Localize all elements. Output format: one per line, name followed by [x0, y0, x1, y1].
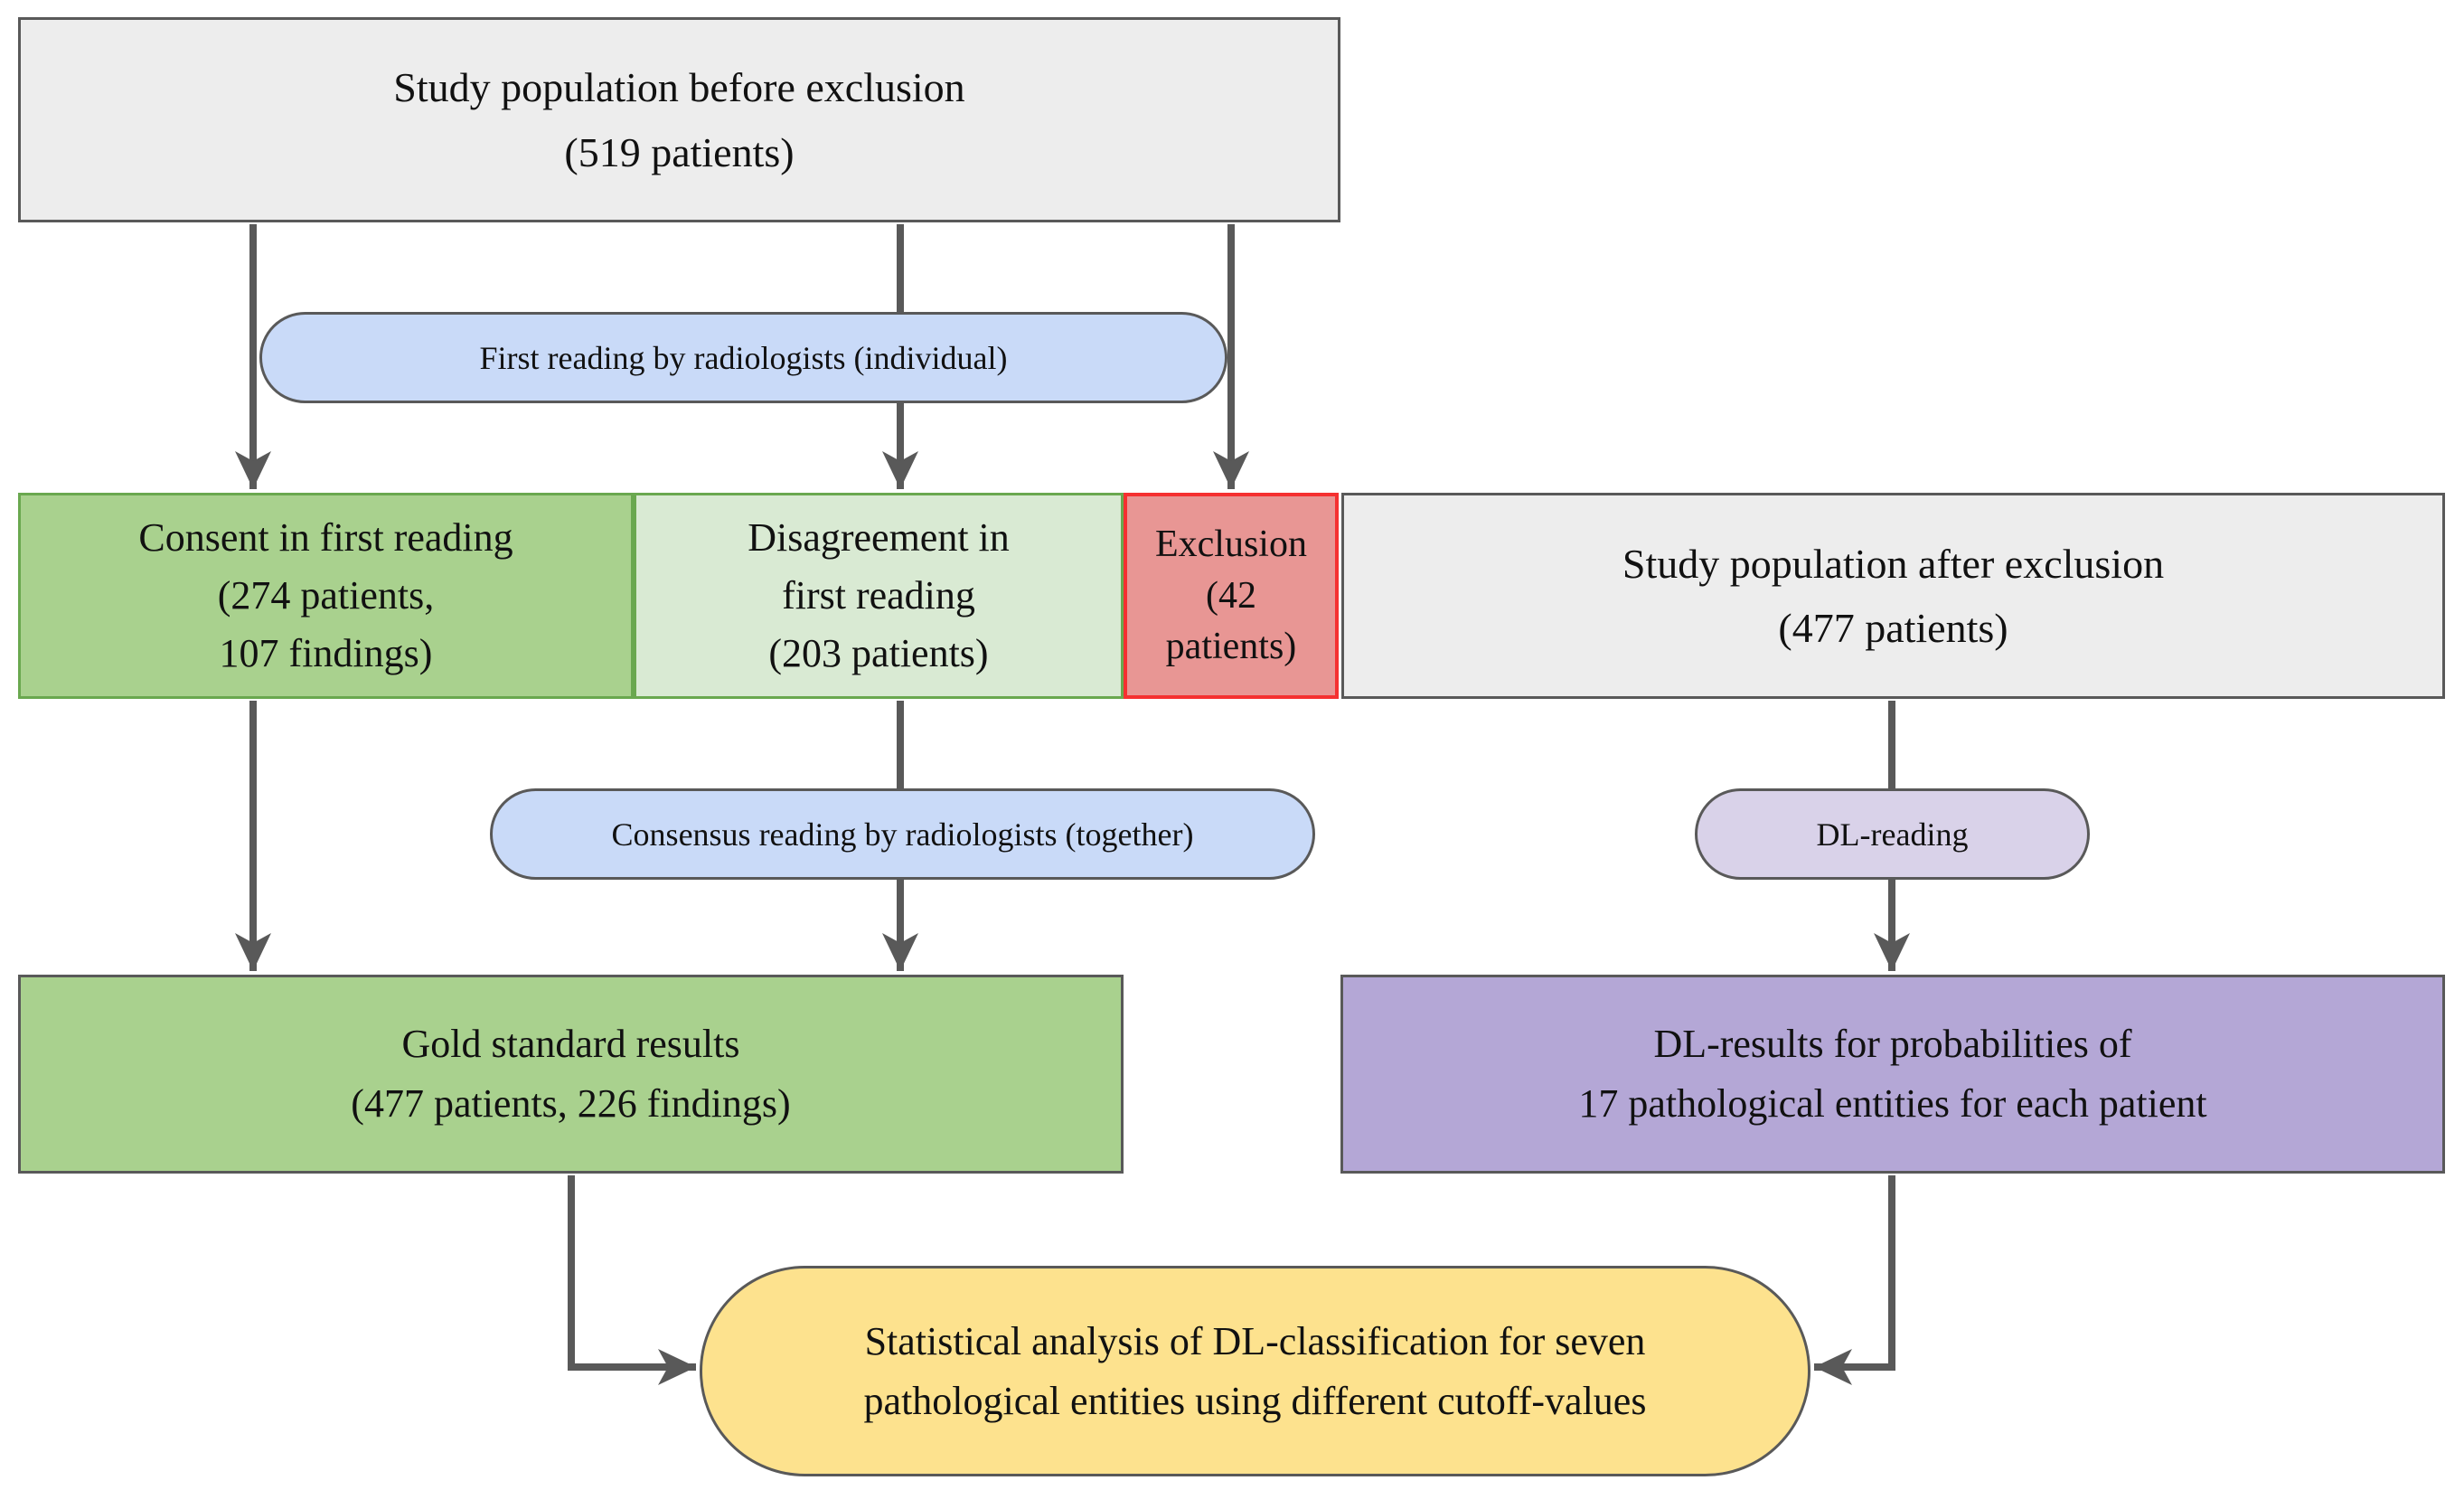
dl-reading-pill: DL-reading [1695, 788, 2090, 880]
study-population-before-exclusion-box: Study population before exclusion (519 p… [18, 17, 1340, 222]
consent-first-reading-box: Consent in first reading (274 patients, … [18, 493, 634, 699]
disagreement-first-reading-box: Disagreement in first reading (203 patie… [634, 493, 1124, 699]
study-population-after-exclusion-box: Study population after exclusion (477 pa… [1341, 493, 2445, 699]
arrow-goldstandard-to-statistical [568, 1175, 696, 1385]
consensus-reading-pill: Consensus reading by radiologists (toget… [490, 788, 1315, 880]
arrow-dlresults-to-statistical [1814, 1175, 1895, 1385]
first-reading-pill: First reading by radiologists (individua… [259, 312, 1227, 403]
statistical-analysis-box: Statistical analysis of DL-classificatio… [700, 1266, 1810, 1476]
dl-results-box: DL-results for probabilities of 17 patho… [1340, 975, 2445, 1174]
gold-standard-results-box: Gold standard results (477 patients, 226… [18, 975, 1124, 1174]
exclusion-box: Exclusion (42 patients) [1124, 493, 1339, 699]
